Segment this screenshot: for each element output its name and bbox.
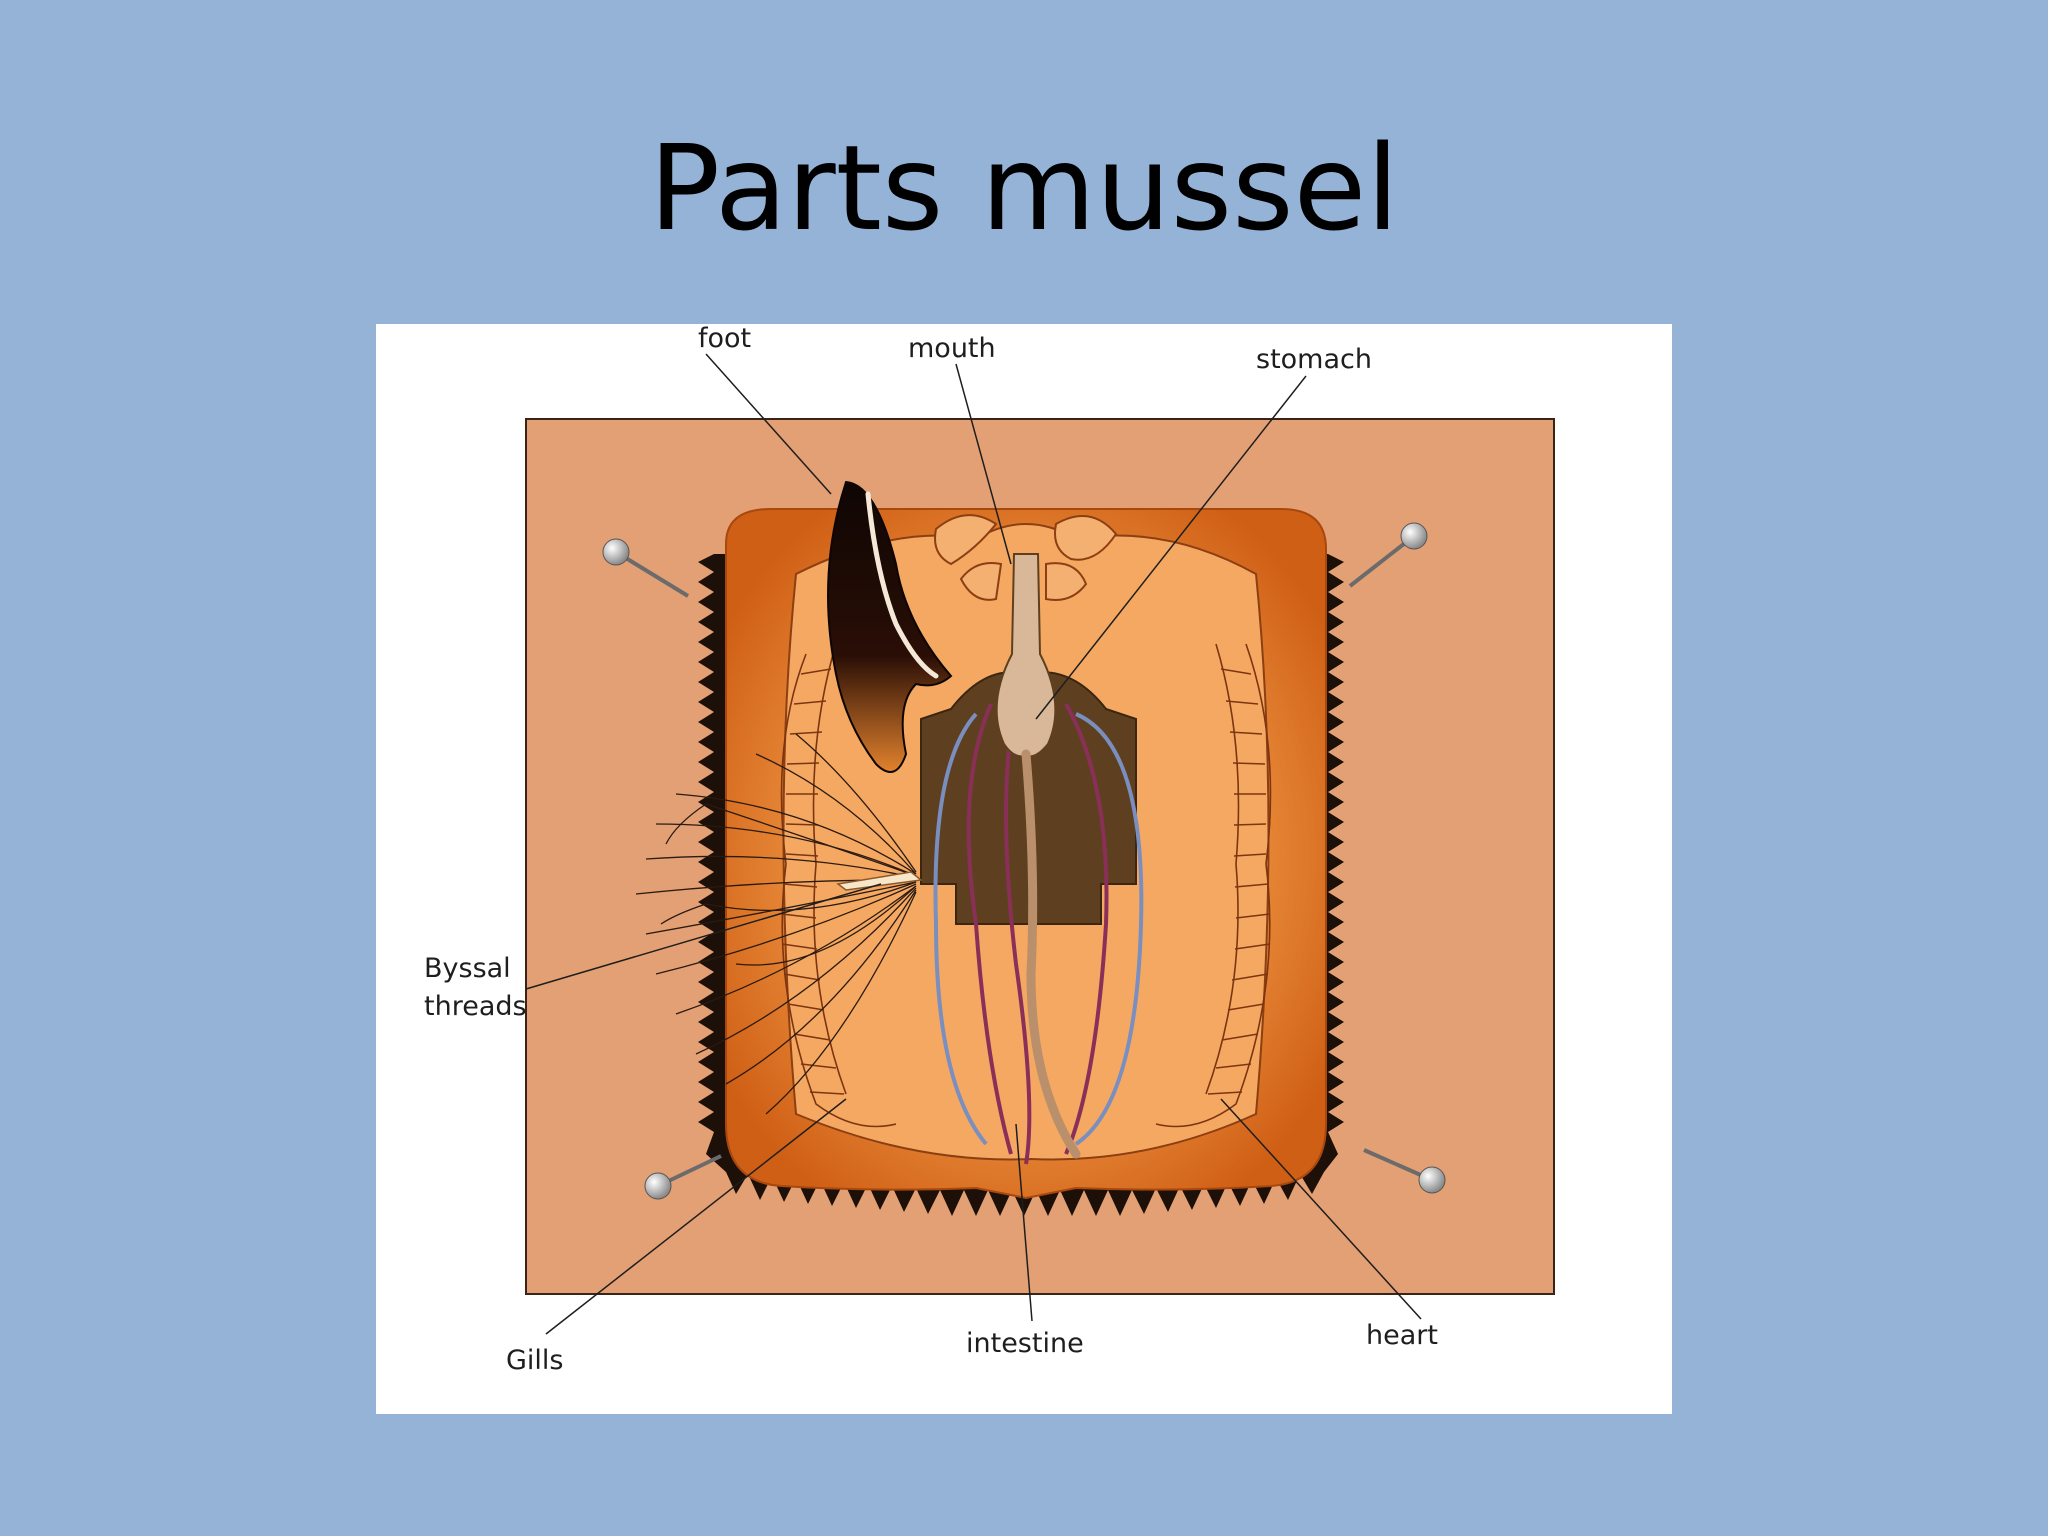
foot [827, 480, 953, 773]
slide-title: Parts mussel [648, 119, 1399, 257]
label-byssal-line1: Byssal [424, 953, 511, 984]
gills-right [1155, 643, 1272, 1128]
foot-highlight [865, 491, 939, 679]
mouth-leader [955, 363, 1012, 565]
label-gills: Gills [506, 1345, 564, 1376]
leader-lines [525, 353, 1422, 1335]
stomach-leader [1035, 375, 1307, 720]
heart-leader [1220, 1098, 1422, 1320]
byssal-threads [635, 733, 917, 1115]
gills-left [780, 643, 897, 1128]
label-heart: heart [1366, 1320, 1438, 1351]
label-intestine: intestine [966, 1328, 1084, 1359]
label-stomach: stomach [1256, 344, 1372, 375]
byssal-leader [525, 883, 882, 990]
label-mouth: mouth [908, 333, 996, 364]
intestine-leader [1015, 1123, 1033, 1322]
intestine [1021, 749, 1081, 1159]
pins [602, 522, 1446, 1200]
gills-leader [545, 1098, 847, 1335]
mussel-illustration: foot mouth stomach Byssal threads Gills … [424, 324, 1555, 1376]
mussel-diagram: foot mouth stomach Byssal threads Gills … [376, 324, 1672, 1414]
label-foot: foot [698, 324, 751, 354]
foot-leader [705, 353, 832, 495]
palps [934, 514, 1118, 601]
blood-vessels [933, 703, 1144, 1165]
byssal-base [836, 871, 923, 891]
label-byssal-line2: threads [424, 991, 527, 1022]
